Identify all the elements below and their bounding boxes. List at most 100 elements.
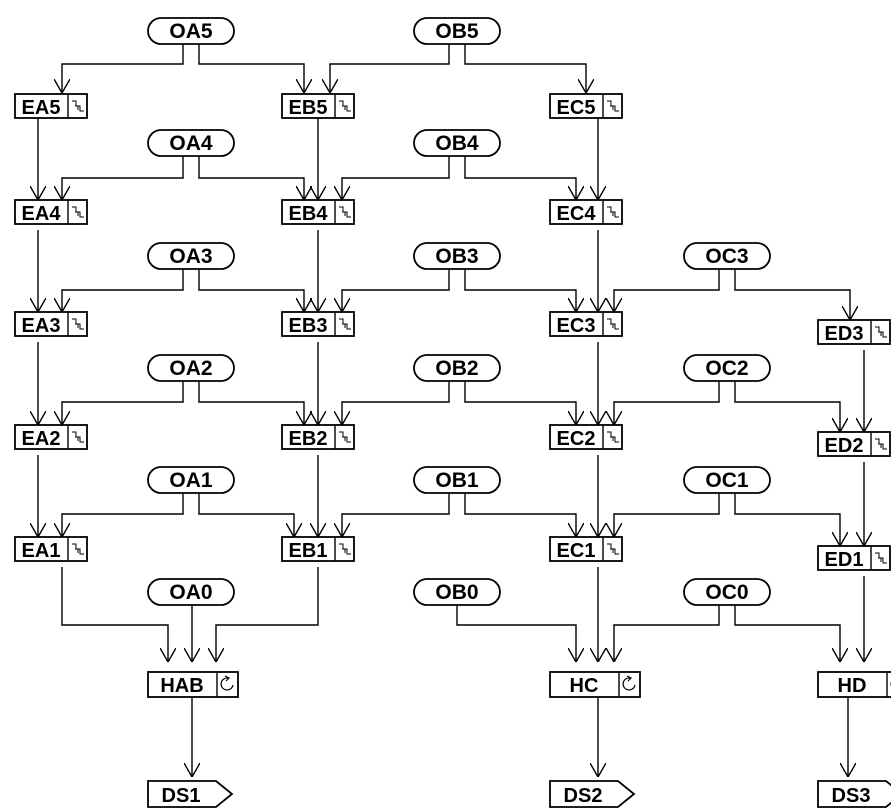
step-node-ed1: ED1	[817, 545, 891, 571]
hub-label: HD	[838, 675, 867, 697]
step-label: EB3	[289, 315, 328, 337]
output-node-ds1: DS1	[147, 780, 234, 808]
origin-label: OA4	[169, 132, 213, 155]
step-label: EA2	[22, 428, 61, 450]
origin-node-ob5: OB5	[413, 17, 501, 45]
step-node-ec3: EC3	[549, 311, 623, 337]
step-node-eb3: EB3	[281, 311, 355, 337]
loop-arrow-icon	[220, 675, 234, 691]
hub-label: HAB	[160, 675, 203, 697]
step-label: EA5	[22, 97, 61, 119]
origin-label: OB1	[435, 469, 479, 492]
origin-label: OB3	[435, 245, 478, 268]
step-node-ec4: EC4	[549, 199, 623, 225]
origin-node-ob2: OB2	[413, 354, 501, 382]
origin-node-oc0: OC0	[683, 578, 771, 606]
origin-label: OA1	[169, 469, 213, 492]
step-label: EC5	[557, 97, 596, 119]
stair-step-icon	[339, 431, 351, 443]
origin-node-ob3: OB3	[413, 242, 501, 270]
step-node-eb2: EB2	[281, 424, 355, 450]
stair-step-icon	[72, 431, 84, 443]
origin-node-oa4: OA4	[147, 129, 235, 157]
stair-step-icon	[72, 206, 84, 218]
stair-step-icon	[72, 543, 84, 555]
origin-node-oa1: OA1	[147, 466, 235, 494]
origin-label: OC1	[705, 469, 749, 492]
step-label: EA1	[22, 540, 61, 562]
stair-step-icon	[607, 543, 619, 555]
step-node-ea1: EA1	[14, 536, 88, 562]
output-label: DS1	[162, 785, 201, 807]
step-node-ec5: EC5	[549, 93, 623, 119]
step-node-ec1: EC1	[549, 536, 623, 562]
origin-label: OA3	[169, 245, 212, 268]
step-label: EA4	[22, 203, 62, 225]
origin-node-oa5: OA5	[147, 17, 235, 45]
origin-node-oc1: OC1	[683, 466, 771, 494]
origin-node-oa3: OA3	[147, 242, 235, 270]
stair-step-icon	[607, 100, 619, 112]
step-label: EC3	[557, 315, 596, 337]
step-label: EB1	[289, 540, 328, 562]
stair-step-icon	[875, 438, 887, 450]
origin-node-ob4: OB4	[413, 129, 501, 157]
hub-node-hd: HD	[817, 671, 891, 698]
connections	[38, 44, 864, 777]
stair-step-icon	[339, 543, 351, 555]
origin-node-oc2: OC2	[683, 354, 771, 382]
stair-step-icon	[72, 318, 84, 330]
step-node-ea3: EA3	[14, 311, 88, 337]
step-node-ec2: EC2	[549, 424, 623, 450]
stair-step-icon	[607, 206, 619, 218]
stair-step-icon	[607, 431, 619, 443]
hub-node-hab: HAB	[147, 671, 239, 698]
step-label: EC1	[557, 540, 596, 562]
step-label: EB5	[289, 97, 328, 119]
origin-node-oa0: OA0	[147, 578, 235, 606]
output-label: DS3	[832, 785, 871, 807]
step-node-ea4: EA4	[14, 199, 88, 225]
origin-label: OC0	[705, 581, 748, 604]
loop-arrow-icon	[622, 675, 636, 691]
step-node-ed2: ED2	[817, 431, 891, 457]
step-node-eb1: EB1	[281, 536, 355, 562]
origin-label: OA5	[169, 20, 213, 43]
step-node-ea2: EA2	[14, 424, 88, 450]
hub-label: HC	[570, 675, 599, 697]
stair-step-icon	[607, 318, 619, 330]
step-label: EC4	[557, 203, 597, 225]
stair-step-icon	[339, 100, 351, 112]
stair-step-icon	[875, 552, 887, 564]
origin-label: OB0	[435, 581, 478, 604]
step-label: ED2	[825, 435, 864, 457]
stair-step-icon	[72, 100, 84, 112]
step-label: ED1	[825, 549, 864, 571]
stair-step-icon	[875, 326, 887, 338]
stair-step-icon	[339, 206, 351, 218]
origin-label: OA0	[169, 581, 212, 604]
step-node-ed3: ED3	[817, 319, 891, 345]
output-node-ds2: DS2	[549, 780, 636, 808]
step-label: EB2	[289, 428, 328, 450]
step-label: EA3	[22, 315, 61, 337]
step-label: ED3	[825, 323, 864, 345]
output-label: DS2	[564, 785, 603, 807]
origin-label: OC2	[705, 357, 748, 380]
step-node-eb5: EB5	[281, 93, 355, 119]
origin-label: OA2	[169, 357, 212, 380]
stair-step-icon	[339, 318, 351, 330]
origin-node-ob0: OB0	[413, 578, 501, 606]
origin-label: OB4	[435, 132, 479, 155]
step-node-eb4: EB4	[281, 199, 355, 225]
step-label: EB4	[289, 203, 329, 225]
hub-node-hc: HC	[549, 671, 641, 698]
step-label: EC2	[557, 428, 596, 450]
origin-label: OB2	[435, 357, 478, 380]
origin-label: OB5	[435, 20, 479, 43]
origin-node-ob1: OB1	[413, 466, 501, 494]
step-node-ea5: EA5	[14, 93, 88, 119]
origin-node-oa2: OA2	[147, 354, 235, 382]
origin-label: OC3	[705, 245, 748, 268]
